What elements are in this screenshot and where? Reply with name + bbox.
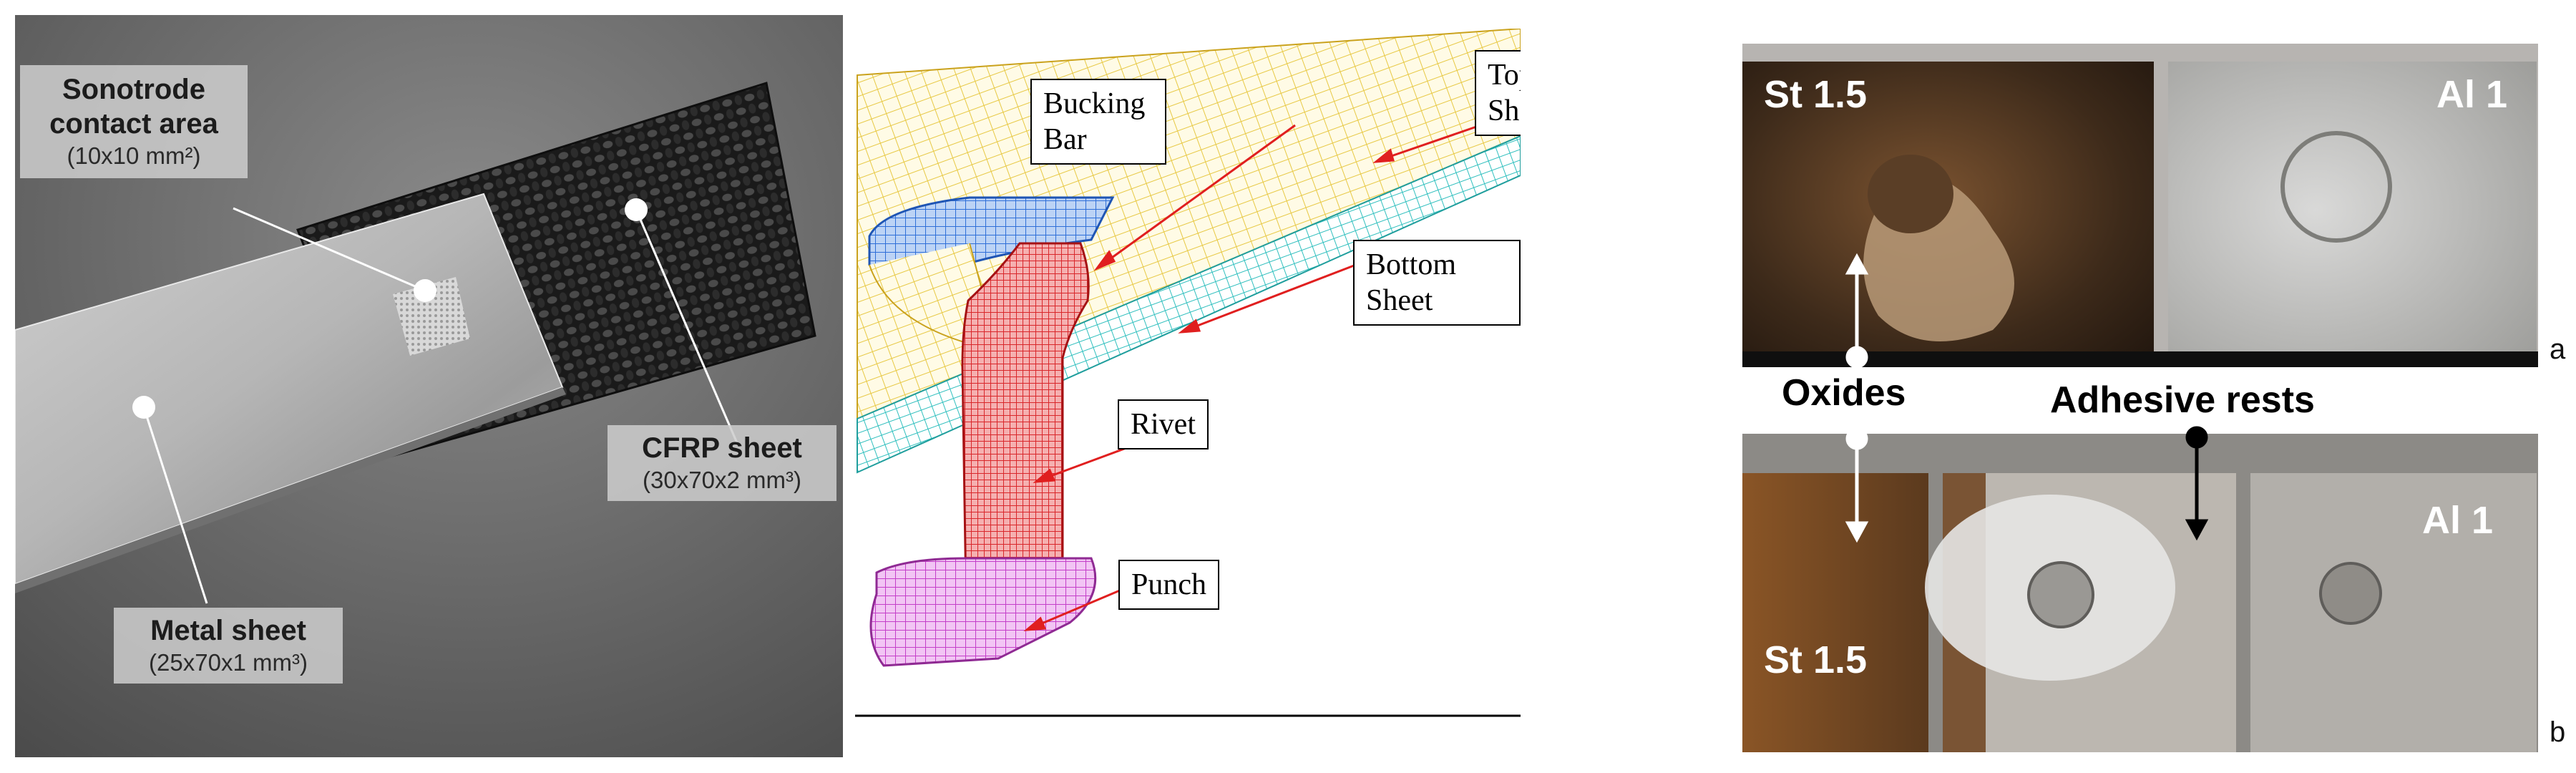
metal-label: Metal sheet (25x70x1 mm³) bbox=[114, 608, 343, 684]
bucking-bar-label: Bucking Bar bbox=[1030, 79, 1166, 165]
punch-label-text: Punch bbox=[1131, 568, 1206, 601]
corrosion-photos: St 1.5 Al 1 Oxides Adhesive rests St 1.5… bbox=[1735, 15, 2569, 757]
sonotrode-label-dims: (10x10 mm²) bbox=[67, 142, 201, 169]
fe-rivet-model: Bucking Bar Top Sheet Bottom Sheet Rivet… bbox=[855, 29, 1521, 723]
top-sheet-label-text: Top Sheet bbox=[1488, 59, 1521, 127]
rivet-label-text: Rivet bbox=[1131, 408, 1196, 441]
photo-metal-on-cfrp: Sonotrode contact area (10x10 mm²) CFRP … bbox=[15, 15, 843, 757]
top-left-sample-label: St 1.5 bbox=[1764, 73, 1868, 116]
bottom-steel-sample bbox=[1742, 473, 1928, 752]
subfigure-label-b: b bbox=[2550, 716, 2566, 748]
bucking-bar-label-text: Bucking Bar bbox=[1043, 87, 1146, 156]
cfrp-label-title: CFRP sheet bbox=[642, 432, 802, 464]
rivet-mesh bbox=[961, 242, 1090, 595]
top-sheet-label: Top Sheet bbox=[1475, 50, 1521, 136]
bottom-sheet-label-text: Bottom Sheet bbox=[1366, 248, 1457, 317]
metal-label-title: Metal sheet bbox=[150, 615, 306, 646]
sonotrode-contact-area bbox=[393, 277, 470, 356]
fe-mesh-drawing bbox=[855, 29, 1521, 717]
cfrp-label-dims: (30x70x2 mm³) bbox=[643, 467, 801, 493]
sonotrode-label-title: Sonotrode contact area bbox=[49, 74, 218, 140]
rivet-label: Rivet bbox=[1118, 399, 1209, 449]
bottom-sheet-label: Bottom Sheet bbox=[1353, 240, 1521, 326]
corrosion-photos-art bbox=[1742, 44, 2538, 752]
punch-label: Punch bbox=[1118, 560, 1219, 610]
adhesive-rests-label: Adhesive rests bbox=[2050, 379, 2315, 421]
top-right-sample-label: Al 1 bbox=[2436, 73, 2508, 116]
metal-label-dims: (25x70x1 mm³) bbox=[149, 649, 308, 676]
punch-mesh bbox=[869, 557, 1097, 667]
cfrp-label: CFRP sheet (30x70x2 mm³) bbox=[608, 425, 836, 501]
sonotrode-label: Sonotrode contact area (10x10 mm²) bbox=[20, 65, 248, 178]
top-aluminium-sample bbox=[2168, 62, 2537, 359]
bottom-aluminium-sample bbox=[2250, 473, 2537, 752]
bottom-left-sample-label: St 1.5 bbox=[1764, 638, 1868, 681]
oxides-label: Oxides bbox=[1782, 372, 1906, 414]
subfigure-label-a: a bbox=[2550, 334, 2566, 365]
bottom-right-sample-label: Al 1 bbox=[2422, 499, 2494, 542]
